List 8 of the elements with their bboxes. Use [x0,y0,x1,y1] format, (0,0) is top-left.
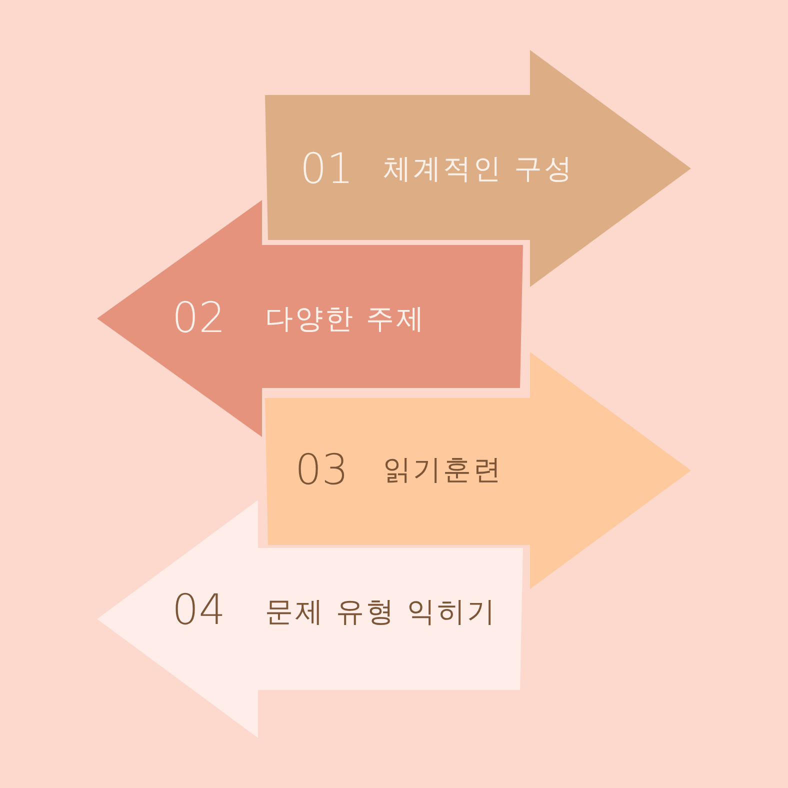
step-title: 다양한 주제 [265,301,426,337]
step-title: 읽기훈련 [383,452,503,488]
step-number: 01 [300,144,354,194]
step-title: 문제 유형 익히기 [265,594,497,630]
step-number: 02 [172,293,226,343]
step-number: 03 [295,445,348,495]
step-title: 체계적인 구성 [383,151,574,187]
step-number: 04 [172,585,226,635]
